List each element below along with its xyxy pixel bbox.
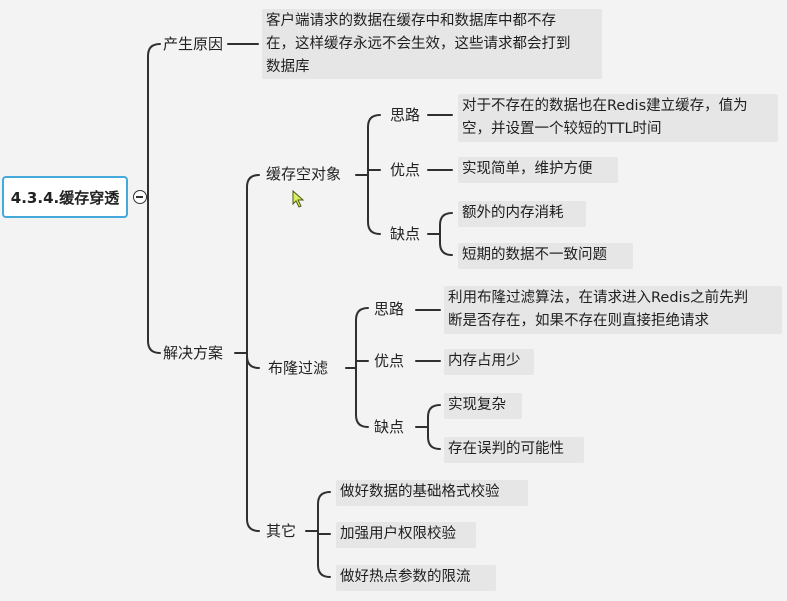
node-empty-object[interactable]: 缓存空对象 — [266, 165, 342, 183]
cause-text-line-2: 在，这样缓存永远不会生效，这些请求都会打到 — [266, 36, 571, 52]
bloom-idea-text[interactable]: 利用布隆过滤算法，在请求进入Redis之前先判 断是否存在，如果不存在则直接拒绝… — [444, 286, 782, 334]
empty-object-cons[interactable]: 缺点 — [390, 225, 421, 243]
node-cause[interactable]: 产生原因 — [163, 35, 224, 53]
bloom-idea[interactable]: 思路 — [374, 300, 405, 318]
empty-object-cons-1[interactable]: 额外的内存消耗 — [458, 201, 586, 227]
other-item-3[interactable]: 做好热点参数的限流 — [336, 565, 496, 591]
node-other[interactable]: 其它 — [266, 522, 297, 540]
empty-object-idea-line-1: 对于不存在的数据也在Redis建立缓存，值为 — [462, 98, 748, 114]
bloom-pros-text[interactable]: 内存占用少 — [444, 349, 534, 375]
root-label: 4.3.4.缓存穿透 — [10, 188, 120, 207]
empty-object-pros-text[interactable]: 实现简单，维护方便 — [458, 157, 618, 183]
cause-text-box[interactable]: 客户端请求的数据在缓存中和数据库中都不存 在，这样缓存永远不会生效，这些请求都会… — [262, 9, 602, 79]
node-bloom-filter[interactable]: 布隆过滤 — [268, 359, 329, 377]
bloom-idea-line-2: 断是否存在，如果不存在则直接拒绝请求 — [448, 313, 709, 329]
bloom-cons-2[interactable]: 存在误判的可能性 — [444, 437, 584, 463]
empty-object-idea-line-2: 空，并设置一个较短的TTL时间 — [462, 121, 662, 137]
other-item-1[interactable]: 做好数据的基础格式校验 — [336, 480, 528, 506]
bloom-cons[interactable]: 缺点 — [374, 418, 405, 436]
cause-text-line-3: 数据库 — [266, 59, 310, 75]
root-node[interactable]: 4.3.4.缓存穿透 — [2, 176, 128, 218]
empty-object-idea-text[interactable]: 对于不存在的数据也在Redis建立缓存，值为 空，并设置一个较短的TTL时间 — [458, 94, 778, 142]
mouse-cursor-icon — [292, 190, 305, 208]
cause-text-line-1: 客户端请求的数据在缓存中和数据库中都不存 — [266, 13, 556, 29]
bloom-idea-line-1: 利用布隆过滤算法，在请求进入Redis之前先判 — [448, 290, 749, 306]
collapse-toggle-icon[interactable] — [133, 190, 147, 204]
other-item-2[interactable]: 加强用户权限校验 — [336, 522, 476, 548]
empty-object-idea[interactable]: 思路 — [390, 106, 421, 124]
empty-object-cons-2[interactable]: 短期的数据不一致问题 — [458, 243, 633, 269]
bloom-pros[interactable]: 优点 — [374, 352, 405, 370]
empty-object-pros[interactable]: 优点 — [390, 161, 421, 179]
bloom-cons-1[interactable]: 实现复杂 — [444, 393, 522, 419]
node-solutions[interactable]: 解决方案 — [163, 344, 224, 362]
